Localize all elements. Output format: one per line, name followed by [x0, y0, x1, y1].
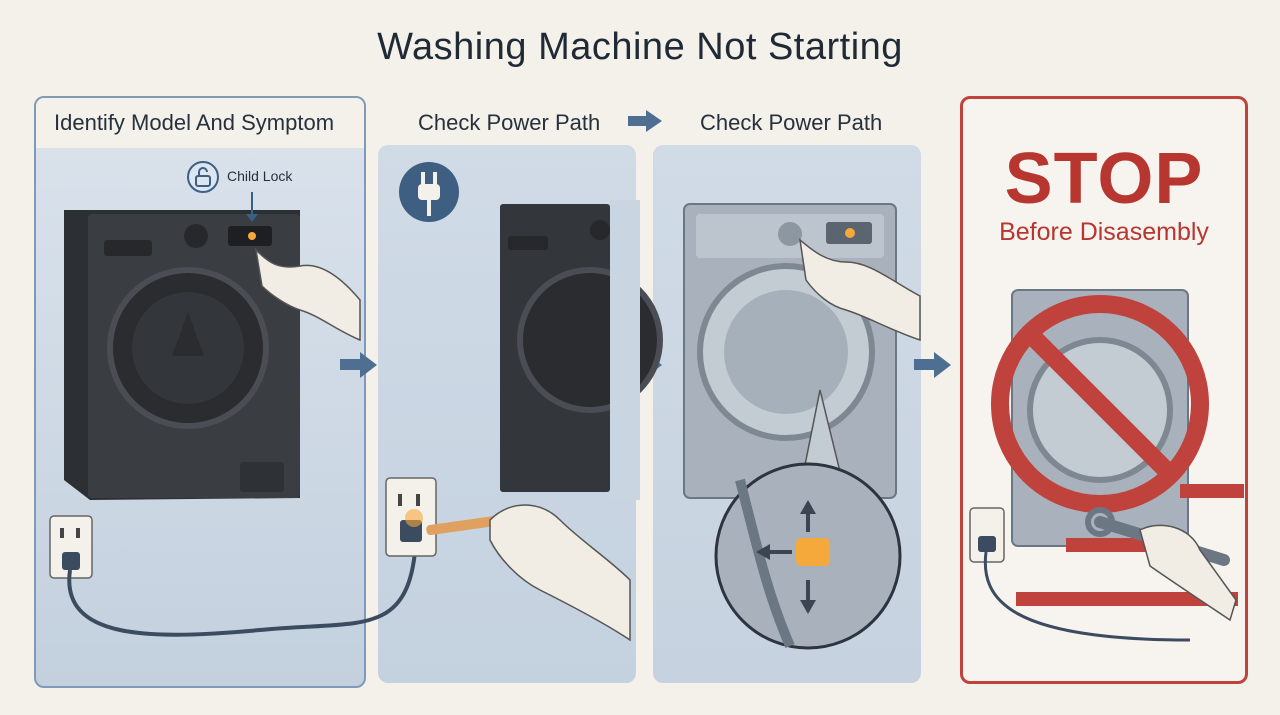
page-title: Washing Machine Not Starting [377, 26, 903, 68]
stop-subtitle: Before Disasembly [999, 218, 1209, 246]
hand-pressing-button [798, 238, 921, 342]
arrow-right-icon [340, 352, 377, 378]
door-latch-zoom [714, 462, 902, 650]
child-lock-callout: Child Lock [227, 168, 293, 184]
wall-outlet [969, 507, 1005, 563]
washing-machine-dark [64, 210, 300, 500]
lock-icon [187, 161, 219, 193]
prohibited-icon [991, 295, 1209, 513]
voltage-tester-hand [426, 504, 631, 642]
stop-headline: STOP [1004, 139, 1204, 219]
wall-outlet [385, 477, 437, 557]
washing-machine-light [683, 203, 897, 499]
hand-pressing-button [254, 247, 361, 342]
wall-outlet [49, 515, 93, 579]
plug-icon [399, 162, 459, 222]
step-label-power-1: Check Power Path [418, 110, 601, 135]
step-label-identify: Identify Model And Symptom [54, 110, 335, 135]
arrow-right-icon [628, 110, 662, 132]
arrow-right-icon [914, 352, 951, 378]
step-label-power-2: Check Power Path [700, 110, 883, 135]
